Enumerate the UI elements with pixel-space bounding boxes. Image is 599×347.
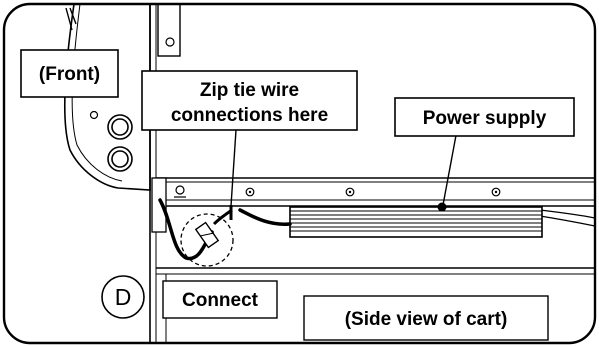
front-button-bottom xyxy=(107,146,133,172)
cart-drawing xyxy=(63,4,595,343)
side-view-label-text: (Side view of cart) xyxy=(345,309,508,330)
zip-tie-label-line2: connections here xyxy=(171,105,328,126)
connection-highlight-circle xyxy=(180,213,234,267)
front-button-top xyxy=(107,114,133,140)
zip-tie-leader xyxy=(230,129,237,207)
connect-label: Connect xyxy=(162,280,278,319)
rail-screw xyxy=(491,187,501,197)
connect-label-text: Connect xyxy=(182,290,259,311)
power-supply xyxy=(289,206,543,238)
zip-tie-label-line1: Zip tie wire xyxy=(200,80,299,101)
post-bracket xyxy=(151,177,167,233)
step-d-letter: D xyxy=(115,284,132,310)
front-panel-screw xyxy=(89,110,99,120)
front-panel-inner-edge xyxy=(71,4,123,182)
power-supply-leader xyxy=(442,129,458,206)
front-panel-edge-lines xyxy=(65,7,77,31)
zip-tie-label: Zip tie wire connections here xyxy=(141,70,358,131)
side-view-label: (Side view of cart) xyxy=(303,295,549,341)
power-supply-leader-dot xyxy=(437,202,447,212)
top-bracket xyxy=(157,4,181,57)
front-label-text: (Front) xyxy=(39,64,100,85)
rail-screw xyxy=(345,187,355,197)
cable-lower xyxy=(539,215,595,227)
rail-screw xyxy=(245,187,255,197)
power-supply-label: Power supply xyxy=(394,97,575,137)
power-supply-label-text: Power supply xyxy=(423,108,547,129)
top-bracket-screw xyxy=(165,37,175,47)
cable-upper xyxy=(539,209,595,219)
front-label: (Front) xyxy=(20,49,119,98)
step-d-badge: D xyxy=(101,275,145,319)
ground-symbol xyxy=(174,185,186,198)
